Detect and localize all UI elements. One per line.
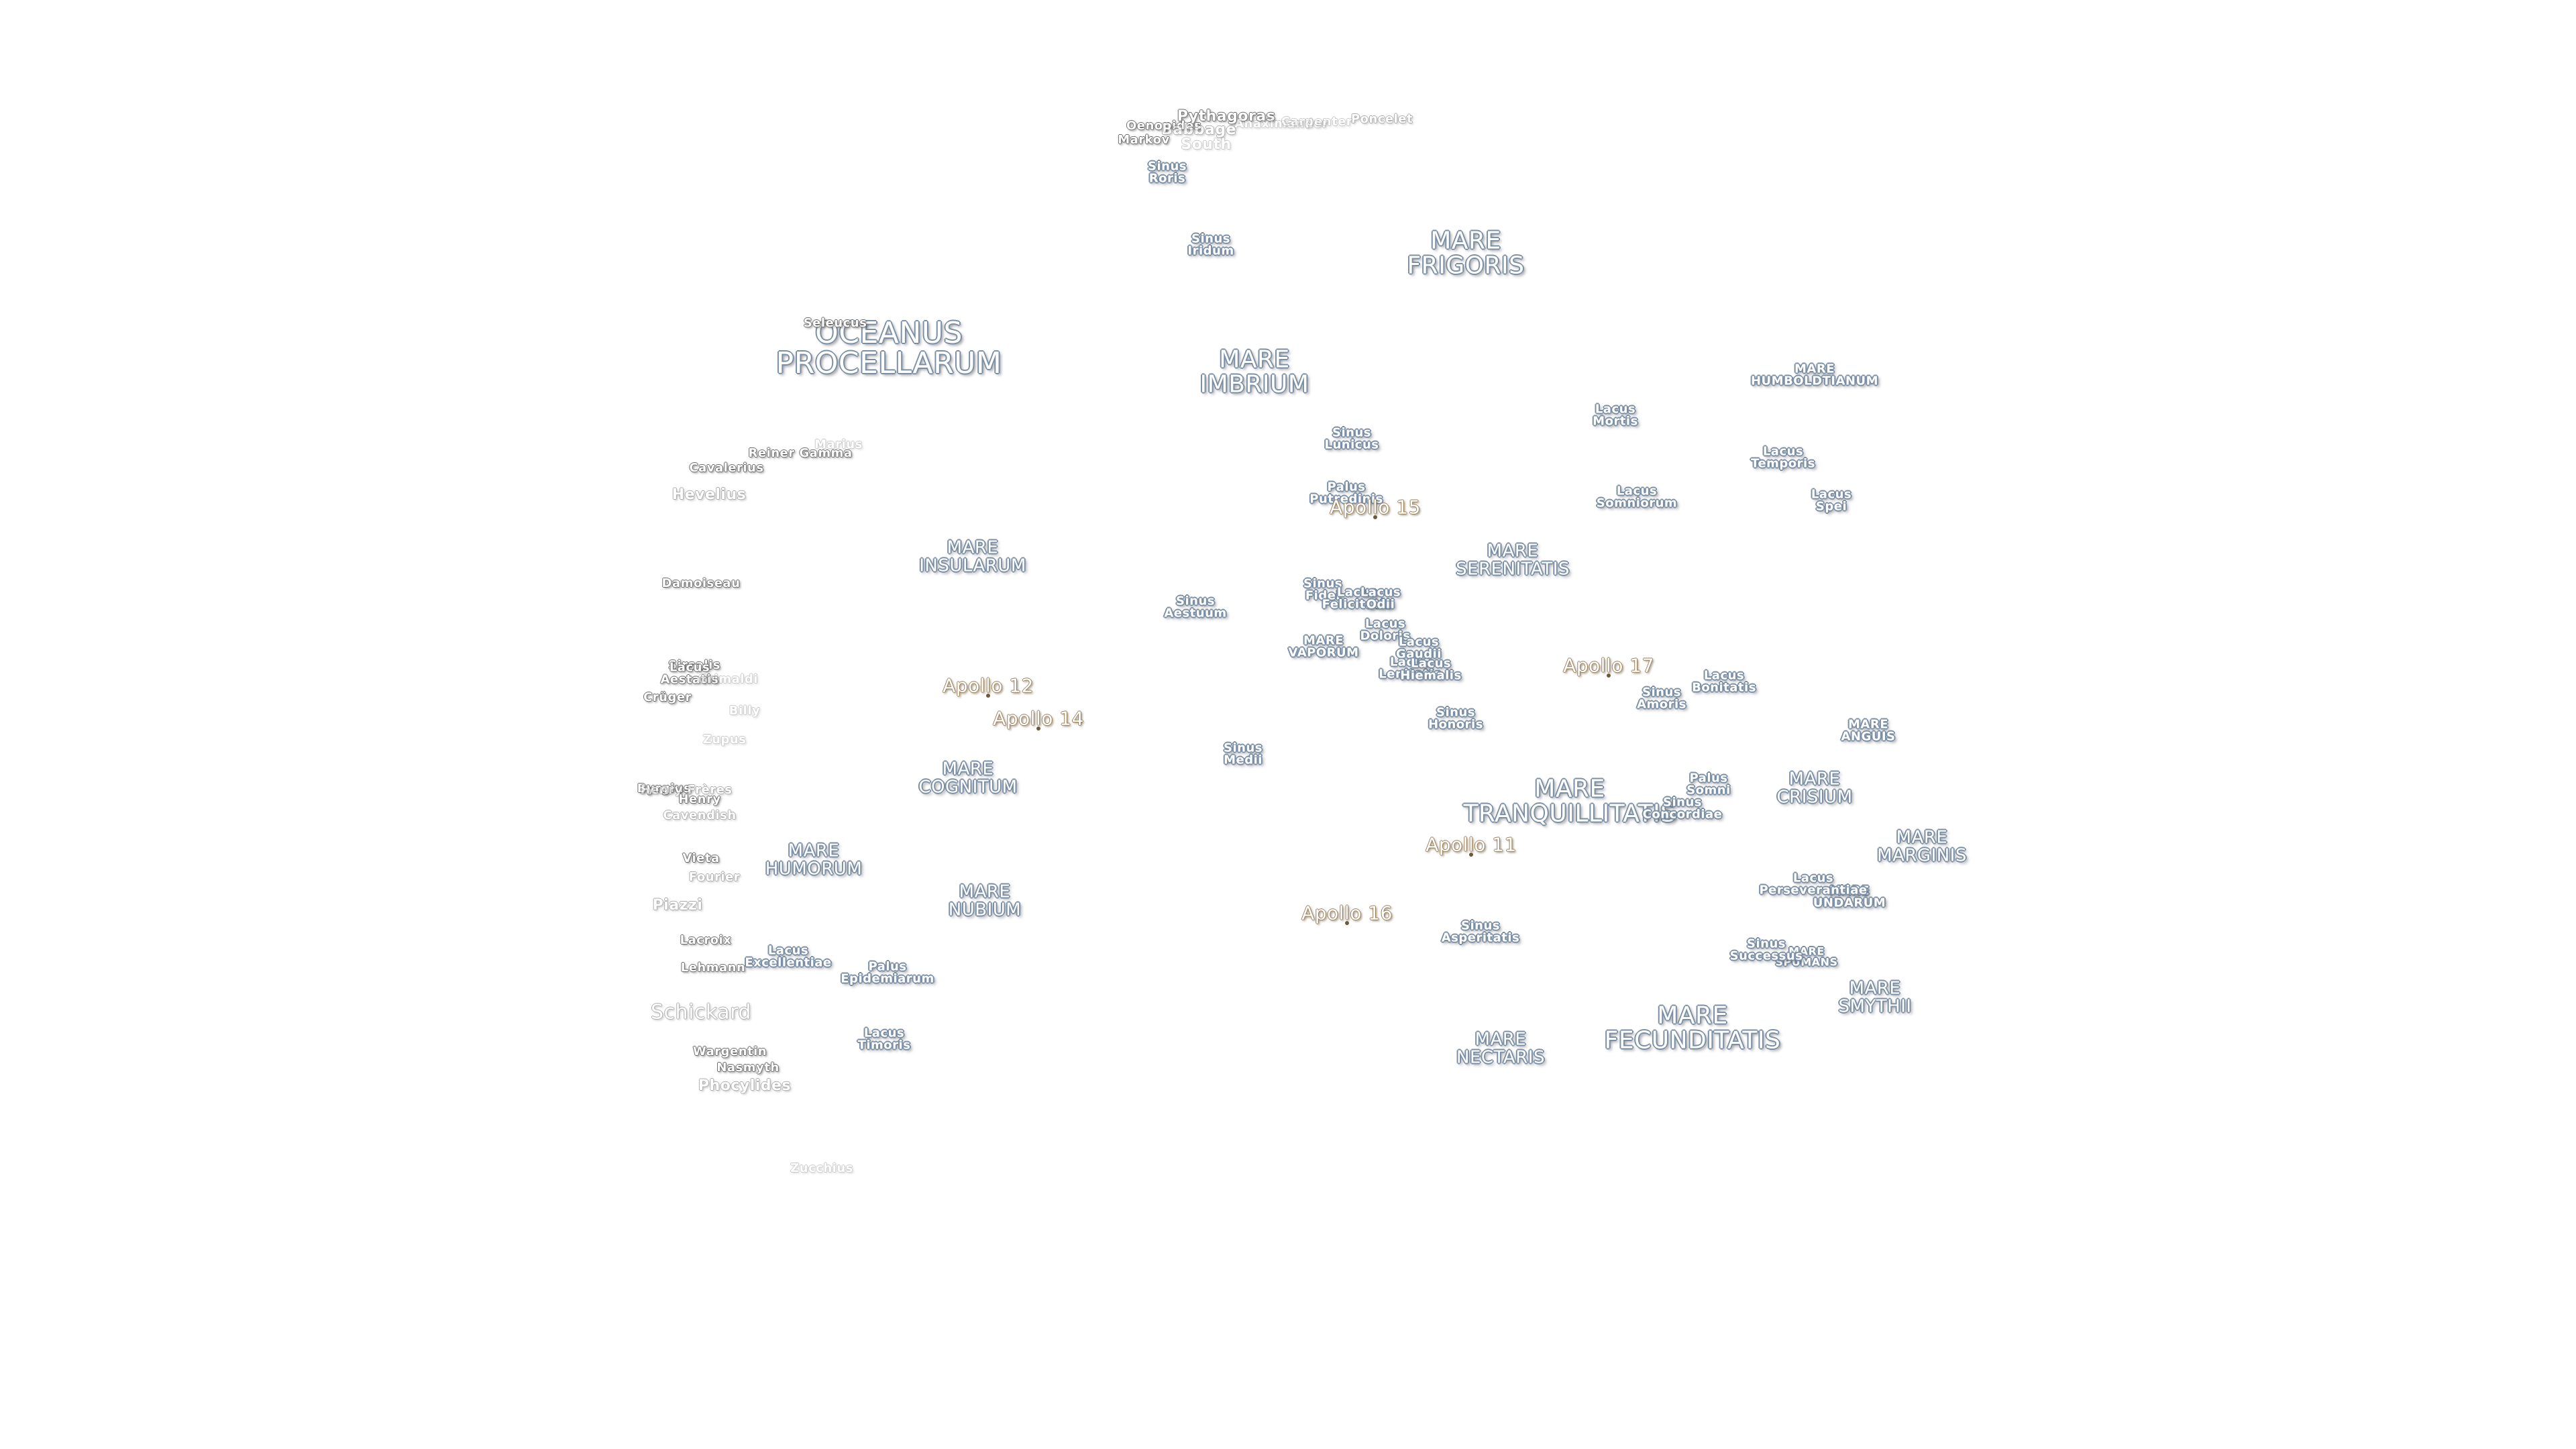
crater-label-lacus-aestatis: Lacus Aestatis bbox=[660, 660, 719, 687]
mare-label-crisium: MARE CRISIUM bbox=[1776, 769, 1853, 807]
feature-label-lacus-somniorum: Lacus Somniorum bbox=[1596, 484, 1678, 511]
crater-label-vieta: Vieta bbox=[682, 851, 720, 865]
mare-label-fecunditatis: MARE FECUNDITATIS bbox=[1604, 1002, 1781, 1054]
crater-label-carpenter: Carpenter bbox=[1281, 114, 1353, 129]
mare-label-oceanus: OCEANUS PROCELLARUM bbox=[775, 316, 1002, 380]
crater-label-cavalerius: Cavalerius bbox=[689, 460, 764, 475]
feature-label-palus-somni: Palus Somni bbox=[1686, 771, 1731, 798]
crater-label-cavendish: Cavendish bbox=[663, 808, 737, 822]
crater-label-fourier: Fourier bbox=[688, 869, 741, 884]
landing-label-apollo-14: Apollo 14 bbox=[993, 707, 1084, 730]
crater-label-schickard: Schickard bbox=[651, 1000, 751, 1024]
mare-label-vaporum: MARE VAPORUM bbox=[1288, 633, 1359, 660]
crater-label-cruger: Crüger bbox=[643, 690, 692, 704]
crater-label-henry-freres: Henry Frères bbox=[640, 782, 733, 797]
crater-label-damoiseau: Damoiseau bbox=[661, 576, 741, 590]
feature-label-lacus-bonitatis: Lacus Bonitatis bbox=[1692, 668, 1756, 695]
feature-label-sinus-fidei: Sinus Fidei bbox=[1303, 576, 1342, 603]
feature-label-lacus-felicitatis: Lacus Felicitatis bbox=[1322, 585, 1393, 612]
crater-label-grimaldi: Grimaldi bbox=[698, 672, 758, 686]
crater-label-south: South bbox=[1181, 136, 1232, 153]
feature-label-lacus-perseverantiae: Lacus Perseverantiae bbox=[1759, 871, 1868, 898]
crater-label-pythagoras: Pythagoras bbox=[1177, 107, 1276, 125]
landing-site-marker-icon bbox=[1373, 515, 1377, 519]
crater-label-byrgius: Byrgius bbox=[637, 781, 692, 796]
landing-site-marker-icon bbox=[1607, 674, 1611, 678]
crater-label-poncelet: Poncelet bbox=[1350, 111, 1413, 126]
mare-label-undarum: MARE UNDARUM bbox=[1813, 883, 1886, 910]
feature-label-sinus-honoris: Sinus Honoris bbox=[1428, 705, 1483, 732]
mare-label-marginis: MARE MARGINIS bbox=[1877, 827, 1967, 865]
feature-label-sinus-concordiae: Sinus Concordiae bbox=[1642, 795, 1723, 822]
feature-label-lacus-spei: Lacus Spei bbox=[1811, 487, 1852, 514]
crater-label-markov: Markov bbox=[1118, 132, 1170, 147]
landing-site-marker-icon bbox=[1036, 727, 1040, 731]
crater-label-wargentin: Wargentin bbox=[692, 1044, 767, 1059]
mare-label-humorum: MARE HUMORUM bbox=[765, 841, 863, 879]
feature-label-palus-epidemiarum: Palus Epidemiarum bbox=[841, 959, 934, 986]
crater-label-reiner-gamma: Reiner Gamma bbox=[748, 445, 853, 460]
feature-label-lacus-mortis: Lacus Mortis bbox=[1593, 402, 1638, 429]
crater-label-anaximander: Anaximander bbox=[1234, 116, 1328, 131]
feature-label-sinus-medii: Sinus Medii bbox=[1224, 741, 1263, 767]
landing-site-marker-icon bbox=[1469, 853, 1473, 857]
feature-label-sinus-asperitatis: Sinus Asperitatis bbox=[1441, 918, 1520, 945]
crater-label-lehmann: Lehmann bbox=[680, 960, 746, 975]
landing-label-apollo-11: Apollo 11 bbox=[1426, 833, 1517, 856]
crater-label-nasmyth: Nasmyth bbox=[716, 1060, 780, 1075]
landing-label-apollo-12: Apollo 12 bbox=[943, 674, 1034, 697]
crater-label-lacroix: Lacroix bbox=[680, 932, 732, 947]
mare-label-tranquillitatis: MARE TRANQUILLITATIS bbox=[1463, 775, 1676, 827]
feature-label-lacus-hiemalis: Lacus Hiemalis bbox=[1400, 656, 1462, 683]
feature-label-sinus-roris: Sinus Roris bbox=[1148, 159, 1187, 186]
feature-label-lacus-excellentiae: Lacus Excellentiae bbox=[745, 943, 832, 970]
mare-label-spumans: MARE SPUMANS bbox=[1775, 945, 1838, 969]
crater-label-marius: Marius bbox=[814, 437, 863, 451]
feature-label-lacus-doloris: Lacus Doloris bbox=[1360, 616, 1411, 643]
mare-label-frigoris: MARE FRIGORIS bbox=[1407, 227, 1525, 279]
crater-label-hevelius: Hevelius bbox=[672, 486, 747, 503]
landing-label-apollo-16: Apollo 16 bbox=[1301, 902, 1393, 924]
feature-label-lacus-odii: Lacus Odii bbox=[1360, 585, 1401, 612]
landing-label-apollo-15: Apollo 15 bbox=[1330, 496, 1421, 519]
mare-label-nubium: MARE NUBIUM bbox=[948, 881, 1022, 920]
feature-label-sinus-successus: Sinus Successus bbox=[1729, 936, 1803, 963]
feature-label-sinus-aestuum: Sinus Aestuum bbox=[1164, 594, 1227, 621]
crater-label-seleucus: Seleucus bbox=[803, 315, 867, 330]
crater-label-billy: Billy bbox=[729, 703, 761, 718]
crater-label-oenopides: Oenopides bbox=[1126, 118, 1202, 133]
feature-label-lacus-temporis: Lacus Temporis bbox=[1751, 444, 1815, 471]
crater-label-piazzi: Piazzi bbox=[652, 896, 703, 914]
crater-label-sirsalis: Sirsalis bbox=[668, 657, 720, 672]
mare-label-humboldtianum: MARE HUMBOLDTIANUM bbox=[1750, 362, 1879, 388]
feature-label-lacus-timoris: Lacus Timoris bbox=[857, 1026, 911, 1053]
mare-label-imbrium: MARE IMBRIUM bbox=[1199, 345, 1309, 398]
crater-label-zucchius: Zucchius bbox=[790, 1161, 853, 1175]
landing-label-apollo-17: Apollo 17 bbox=[1563, 654, 1654, 677]
mare-label-cognitum: MARE COGNITUM bbox=[918, 759, 1018, 797]
crater-label-zupus: Zupus bbox=[702, 732, 747, 747]
feature-label-sinus-lunicus: Sinus Lunicus bbox=[1324, 425, 1379, 452]
crater-label-babbage: Babbage bbox=[1161, 121, 1237, 138]
crater-label-phocylides: Phocylides bbox=[698, 1077, 792, 1094]
feature-label-palus-putredinis: Palus Putredinis bbox=[1309, 480, 1383, 506]
landing-site-marker-icon bbox=[986, 694, 990, 698]
feature-label-sinus-amoris: Sinus Amoris bbox=[1637, 685, 1686, 712]
feature-label-lacus-lenitatis: Lacus Lenitatis bbox=[1379, 655, 1442, 682]
mare-label-smythii: MARE SMYTHII bbox=[1838, 978, 1912, 1016]
landing-site-marker-icon bbox=[1345, 921, 1349, 925]
mare-label-insularum: MARE INSULARUM bbox=[919, 537, 1026, 576]
mare-label-nectaris: MARE NECTARIS bbox=[1456, 1029, 1545, 1067]
feature-label-sinus-iridum: Sinus Iridum bbox=[1187, 231, 1234, 258]
mare-label-serenitatis: MARE SERENITATIS bbox=[1456, 541, 1570, 579]
feature-label-lacus-gaudii: Lacus Gaudii bbox=[1396, 635, 1442, 661]
mare-label-anguis: MARE ANGUIS bbox=[1841, 717, 1896, 744]
crater-label-henry: Henry bbox=[678, 792, 721, 806]
